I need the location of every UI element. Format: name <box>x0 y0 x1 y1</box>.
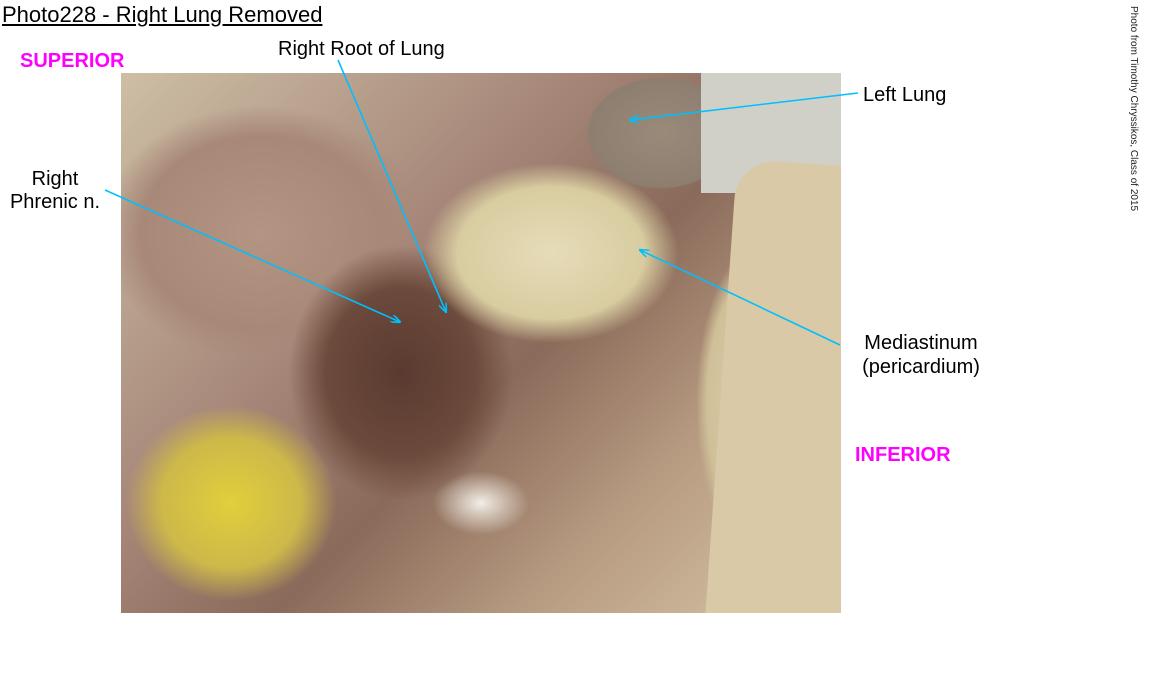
inferior-label: INFERIOR <box>855 444 951 466</box>
label-line: Phrenic n. <box>9 191 101 213</box>
dissection-photo <box>121 73 841 613</box>
page-title: Photo228 - Right Lung Removed <box>2 2 323 27</box>
label-line: Mediastinum <box>864 332 978 354</box>
label-right-phrenic-nerve: Right Phrenic n. <box>0 168 110 214</box>
label-left-lung: Left Lung <box>863 84 947 106</box>
photo-tissue <box>705 158 841 613</box>
label-line: (pericardium) <box>862 356 980 378</box>
label-line: Right <box>31 168 79 190</box>
photo-credit: Photo from Timothy Chryssikos, Class of … <box>1128 6 1139 212</box>
label-mediastinum: Mediastinum (pericardium) <box>852 331 990 379</box>
label-right-root-of-lung: Right Root of Lung <box>278 38 445 60</box>
superior-label: SUPERIOR <box>20 50 125 72</box>
